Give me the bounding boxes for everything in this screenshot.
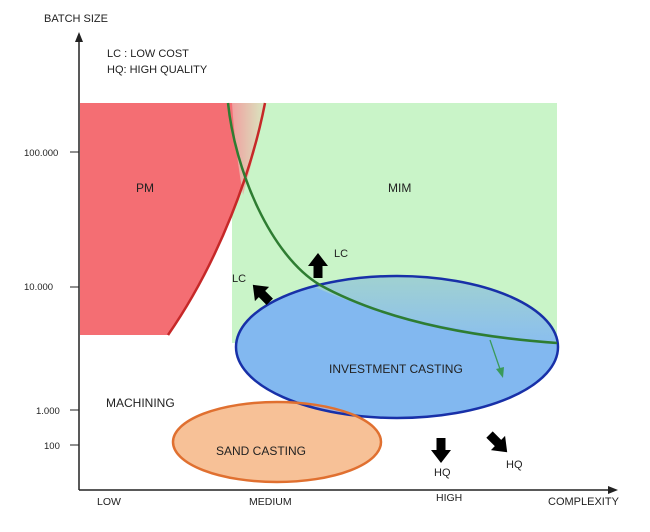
lc-left-label: LC [232, 273, 246, 285]
pm-label: PM [136, 181, 154, 195]
pm-boundary-curve [166, 102, 267, 336]
x-tick-label: HIGH [436, 492, 462, 504]
legend-hq: HQ: HIGH QUALITY [107, 64, 208, 76]
x-axis-title: COMPLEXITY [548, 496, 620, 508]
pm-mim-overlap [232, 103, 265, 195]
y-axis-arrowhead [75, 32, 83, 42]
pm-region [80, 103, 265, 335]
investment-casting-outline [234, 274, 560, 420]
hq-down-label: HQ [434, 467, 451, 479]
investment-casting-label: INVESTMENT CASTING [329, 362, 463, 376]
lc-up-label: LC [334, 248, 348, 260]
hq-arrow-diagonal [486, 431, 508, 453]
x-axis-arrowhead [608, 486, 618, 494]
y-tick-label: 10.000 [24, 282, 53, 293]
sand-casting-outline [171, 400, 383, 484]
y-tick-label: 1.000 [36, 406, 60, 417]
sand-casting-label: SAND CASTING [216, 444, 306, 458]
y-tick-label: 100.000 [24, 148, 58, 159]
mim-label: MIM [388, 181, 411, 195]
x-tick-label: LOW [97, 496, 121, 508]
small-green-arrow [489, 339, 504, 378]
mim-boundary-curve [226, 102, 558, 345]
lc-arrow-up [308, 253, 328, 278]
x-tick-label: MEDIUM [249, 496, 292, 508]
lc-arrow-left [252, 284, 273, 305]
y-axis-title: BATCH SIZE [44, 13, 108, 25]
legend-lc: LC : LOW COST [107, 48, 189, 60]
hq-diagonal-label: HQ [506, 459, 523, 471]
y-tick-label: 100 [44, 441, 60, 452]
machining-label: MACHINING [106, 396, 175, 410]
hq-arrow-down [431, 438, 451, 463]
mim-investment-overlap [300, 276, 557, 343]
sand-casting-region [173, 402, 381, 482]
